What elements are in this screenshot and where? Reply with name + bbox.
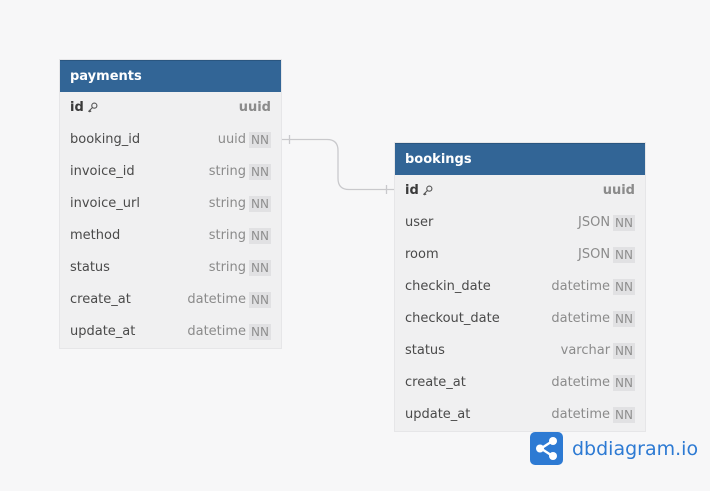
- field-type: string: [208, 196, 247, 211]
- field-name: method: [70, 228, 121, 243]
- field-type: datetime: [551, 407, 611, 422]
- field-type: varchar: [560, 343, 611, 358]
- share-nodes-icon: [530, 432, 563, 465]
- key-icon: [422, 185, 433, 196]
- field-name: room: [405, 247, 439, 262]
- not-null-badge: NN: [249, 132, 271, 148]
- field-name: status: [405, 343, 445, 358]
- field-meta: uuid: [603, 175, 635, 207]
- field-row[interactable]: id uuid: [60, 92, 281, 124]
- not-null-badge: NN: [249, 228, 271, 244]
- not-null-badge: NN: [613, 247, 635, 263]
- field-type: datetime: [187, 292, 247, 307]
- not-null-badge: NN: [613, 215, 635, 231]
- field-name: create_at: [405, 375, 466, 390]
- not-null-badge: NN: [249, 292, 271, 308]
- not-null-badge: NN: [613, 407, 635, 423]
- field-name: user: [405, 215, 434, 230]
- field-name: update_at: [70, 324, 136, 339]
- not-null-badge: NN: [249, 164, 271, 180]
- field-meta: uuid: [239, 92, 271, 124]
- relationship-line[interactable]: [281, 138, 395, 191]
- field-type: JSON: [578, 247, 611, 262]
- field-name-text: id: [405, 183, 419, 198]
- not-null-badge: NN: [613, 311, 635, 327]
- brand-text: dbdiagram.io: [572, 437, 699, 460]
- field-name: invoice_url: [70, 196, 140, 211]
- table-header[interactable]: payments: [60, 60, 281, 92]
- key-icon: [87, 102, 98, 113]
- field-type: datetime: [551, 279, 611, 294]
- not-null-badge: NN: [613, 375, 635, 391]
- field-type: string: [208, 228, 247, 243]
- field-type: datetime: [551, 311, 611, 326]
- not-null-badge: NN: [613, 279, 635, 295]
- field-name: id: [405, 175, 433, 207]
- field-type: string: [208, 260, 247, 275]
- field-name-text: id: [70, 100, 84, 115]
- field-name: create_at: [70, 292, 131, 307]
- field-type: datetime: [187, 324, 247, 339]
- field-name: booking_id: [70, 132, 141, 147]
- not-null-badge: NN: [613, 343, 635, 359]
- field-type: uuid: [238, 100, 271, 115]
- field-type: datetime: [551, 375, 611, 390]
- field-name: update_at: [405, 407, 471, 422]
- field-name: id: [70, 92, 98, 124]
- field-type: uuid: [602, 183, 635, 198]
- field-name: status: [70, 260, 110, 275]
- field-row[interactable]: id uuid: [395, 175, 645, 207]
- field-type: JSON: [578, 215, 611, 230]
- field-name: checkout_date: [405, 311, 500, 326]
- not-null-badge: NN: [249, 324, 271, 340]
- table-header[interactable]: bookings: [395, 143, 645, 175]
- field-name: checkin_date: [405, 279, 491, 294]
- field-type: uuid: [217, 132, 247, 147]
- field-name: invoice_id: [70, 164, 135, 179]
- field-type: string: [208, 164, 247, 179]
- not-null-badge: NN: [249, 196, 271, 212]
- not-null-badge: NN: [249, 260, 271, 276]
- dbdiagram-brand[interactable]: dbdiagram.io: [530, 432, 698, 465]
